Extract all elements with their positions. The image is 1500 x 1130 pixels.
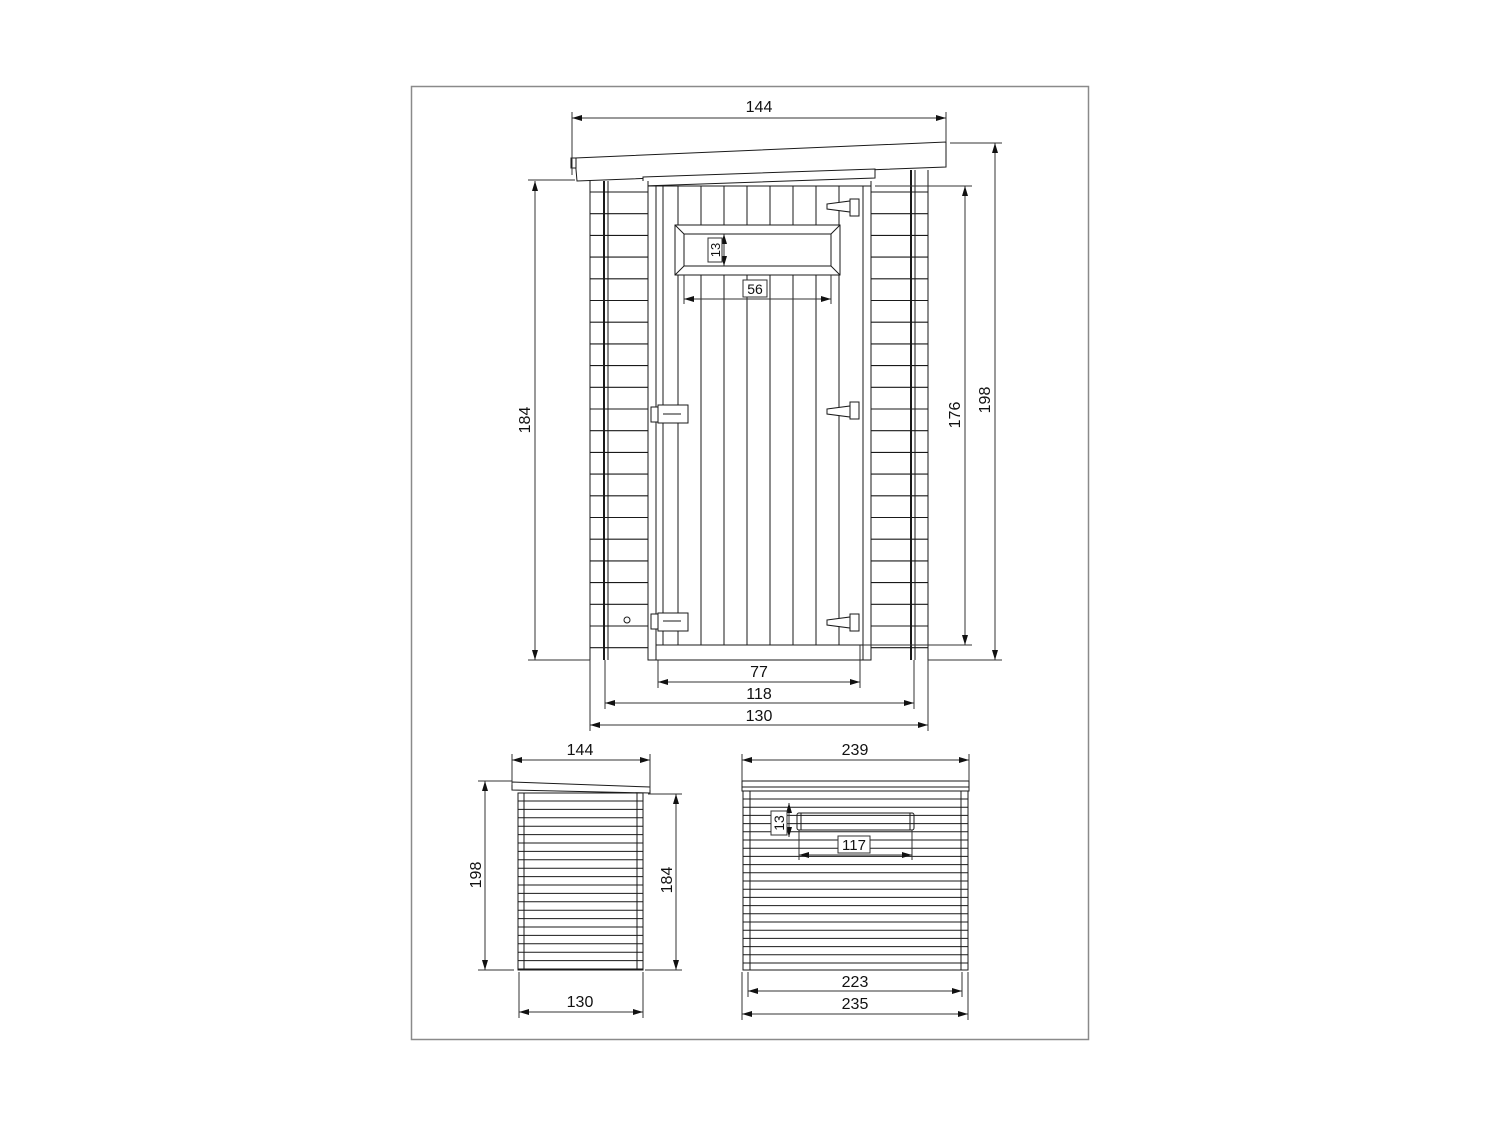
dim-side-wall-height: 184 — [659, 867, 676, 894]
long-side-elevation — [741, 780, 970, 971]
dim-front-left-height: 184 — [517, 407, 534, 434]
side-dimensions — [478, 754, 682, 1018]
dim-long-window-width: 117 — [842, 837, 866, 854]
latch-bottom — [650, 612, 689, 632]
dim-front-window-height: 13 — [708, 243, 723, 257]
dim-front-door-height: 176 — [947, 402, 964, 429]
lock-knob — [623, 616, 631, 624]
front-elevation — [570, 141, 947, 661]
dim-front-outer-width: 130 — [746, 708, 773, 725]
dim-side-roof-width: 144 — [567, 742, 594, 759]
dim-long-outer-width: 235 — [842, 996, 869, 1013]
dim-long-window-height: 13 — [771, 815, 787, 831]
long-roof — [741, 780, 970, 788]
dim-front-total-height: 198 — [977, 387, 994, 414]
side-log-lines — [518, 800, 643, 970]
front-dim-labels: 144 184 176 198 77 118 130 13 56 — [517, 99, 994, 725]
dim-front-roof-width: 144 — [746, 99, 773, 116]
right-log-wall — [870, 170, 929, 660]
front-dimensions — [528, 112, 1002, 731]
dim-long-inner-width: 223 — [842, 974, 869, 991]
side-elevation — [511, 781, 651, 971]
dim-side-base-width: 130 — [567, 994, 594, 1011]
front-roof — [574, 141, 947, 182]
latch-middle — [650, 404, 689, 424]
side-roof — [511, 781, 651, 794]
long-dim-labels: 239 13 117 223 235 — [771, 742, 868, 1013]
front-window — [674, 224, 841, 276]
dim-long-roof-width: 239 — [842, 742, 869, 759]
hinge-bottom — [826, 613, 860, 632]
dim-front-door-width: 77 — [750, 664, 768, 681]
hinge-top — [826, 198, 860, 217]
side-dim-labels: 144 198 184 130 — [468, 742, 676, 1011]
dim-front-inner-width: 118 — [746, 686, 772, 703]
left-log-wall — [589, 181, 649, 660]
dim-side-total-height: 198 — [468, 862, 485, 889]
dim-front-window-width: 56 — [747, 281, 763, 297]
sheet-frame — [410, 85, 1090, 1041]
front-log-lines — [590, 191, 928, 649]
long-dimensions — [741, 754, 970, 1020]
hinge-middle — [826, 401, 860, 420]
